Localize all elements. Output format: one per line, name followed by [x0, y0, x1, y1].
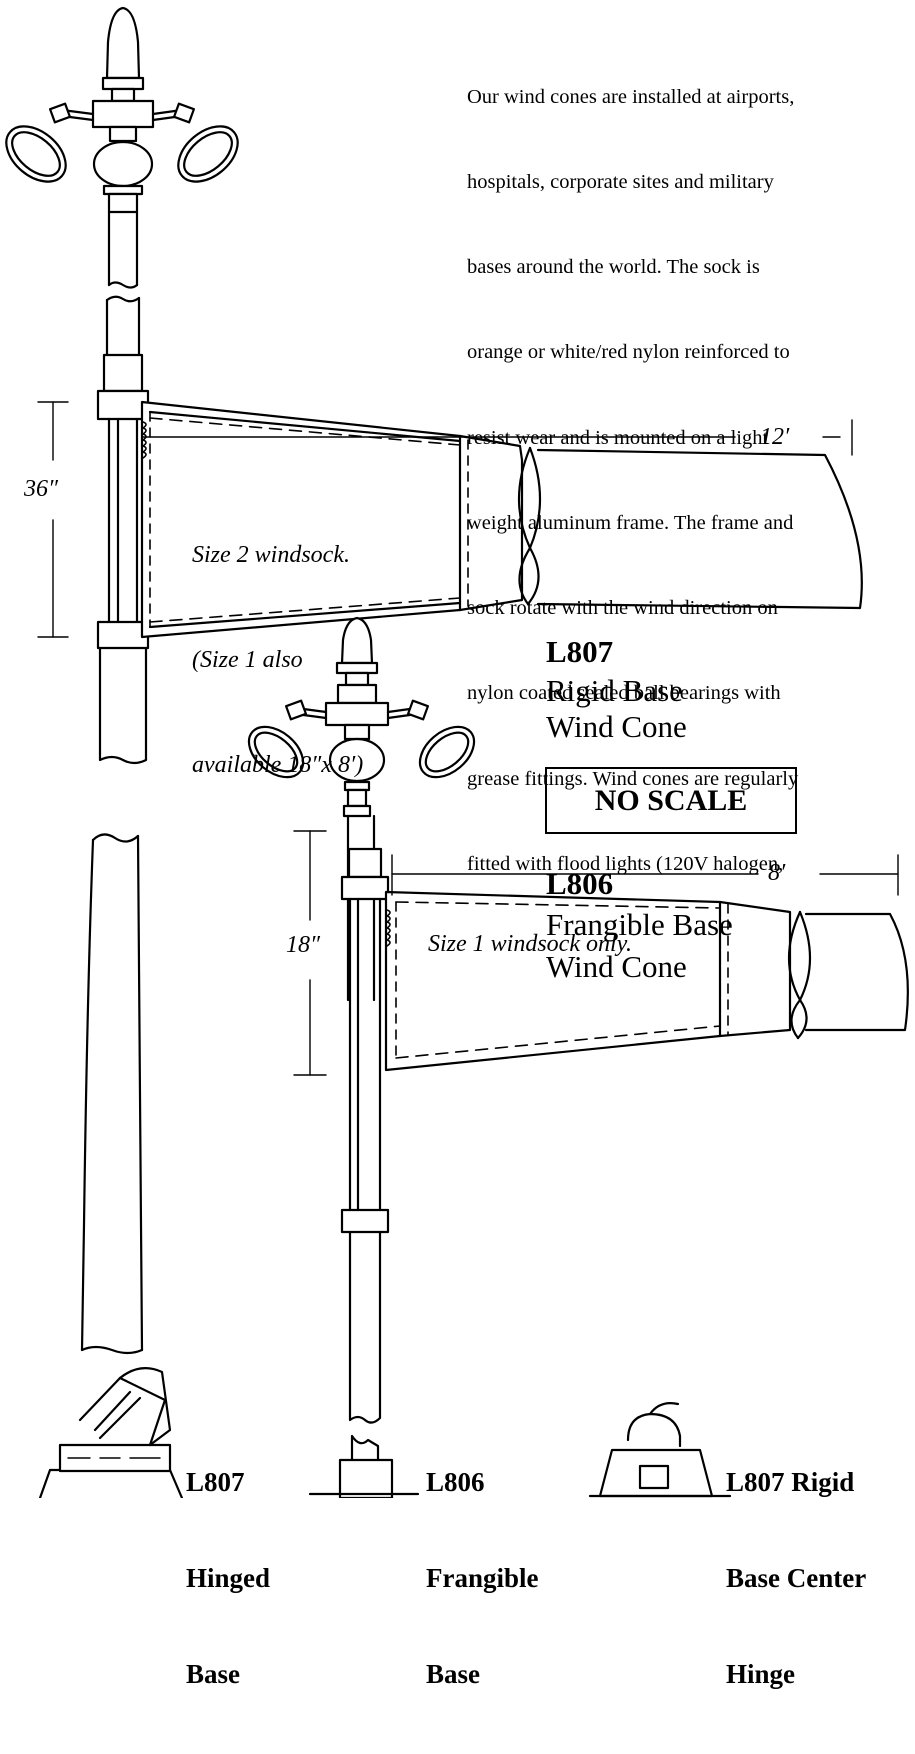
l807-sock-note-line: (Size 1 also	[192, 647, 303, 673]
base-label-line: Base Center	[726, 1563, 867, 1593]
l806-dimensions	[293, 830, 899, 1076]
l807-length-label: 12′	[760, 424, 790, 450]
l806-height-label: 18″	[286, 932, 320, 958]
l806-windsock	[384, 890, 909, 1072]
l807-light-fixture	[5, 6, 239, 214]
l807-sock-note-line: available 18″x 8′)	[192, 752, 364, 778]
description-line: bases around the world. The sock is	[467, 256, 760, 279]
l807-pole-lower	[80, 833, 144, 1355]
base-label-l806-frangible: L806 Frangible Base	[426, 1402, 539, 1754]
l807-name-line: Rigid Base	[546, 673, 683, 708]
no-scale-box: NO SCALE	[545, 767, 797, 834]
l806-frangible-base-drawing	[308, 1434, 420, 1498]
base-label-line: Hinge	[726, 1659, 796, 1689]
description-line: Our wind cones are installed at airports…	[467, 85, 795, 108]
description-line: fitted with flood lights (120V halogen,	[467, 852, 784, 875]
l806-pole	[340, 814, 390, 1424]
l807-sock-note: Size 2 windsock. (Size 1 also available …	[192, 468, 363, 853]
description-line: nylon coated sealed ball bearings with	[467, 682, 781, 705]
base-label-line: Base	[426, 1659, 480, 1689]
base-label-line: Base	[186, 1659, 240, 1689]
base-label-line: Frangible	[426, 1563, 539, 1593]
base-label-l807-center-hinge: L807 Rigid Base Center Hinge	[726, 1402, 866, 1754]
base-label-line: L807	[186, 1467, 245, 1497]
l807-pole-upper	[96, 210, 150, 765]
description-line: grease fittings. Wind cones are regularl…	[467, 767, 799, 790]
l806-length-label: 8′	[768, 860, 786, 886]
description-line: hospitals, corporate sites and military	[467, 171, 774, 194]
description-paragraph: Our wind cones are installed at airports…	[467, 26, 798, 935]
l807-model-label: L807	[546, 634, 614, 669]
l807-height-label: 36″	[24, 476, 58, 502]
l806-model-label: L806	[546, 866, 614, 901]
description-line: sock rotate with the wind direction on	[467, 597, 778, 620]
description-line: weight aluminum frame. The frame and	[467, 511, 794, 534]
l806-name-line: Frangible Base	[546, 907, 733, 942]
l807-dimensions	[37, 401, 853, 638]
l806-light-fixture	[247, 616, 476, 818]
base-label-line: L806	[426, 1467, 485, 1497]
product-sheet: Our wind cones are installed at airports…	[5, 6, 909, 1689]
base-label-l807-hinged: L807 Hinged Base	[186, 1402, 270, 1754]
windcone-illustration	[5, 6, 909, 1498]
description-line: orange or white/red nylon reinforced to	[467, 341, 790, 364]
l806-sock-note: Size 1 windsock only.	[428, 931, 632, 957]
l807-center-hinge-drawing	[588, 1402, 732, 1498]
base-label-line: L807 Rigid	[726, 1467, 855, 1497]
l806-name-line: Wind Cone	[546, 949, 687, 984]
l807-windsock	[140, 400, 863, 639]
no-scale-label: NO SCALE	[594, 783, 748, 817]
l807-sock-note-line: Size 2 windsock.	[192, 542, 350, 568]
l807-name-line: Wind Cone	[546, 709, 687, 744]
description-line: resist wear and is mounted on a light	[467, 426, 769, 449]
l807-hinged-base-drawing	[38, 1367, 184, 1498]
base-label-line: Hinged	[186, 1563, 271, 1593]
